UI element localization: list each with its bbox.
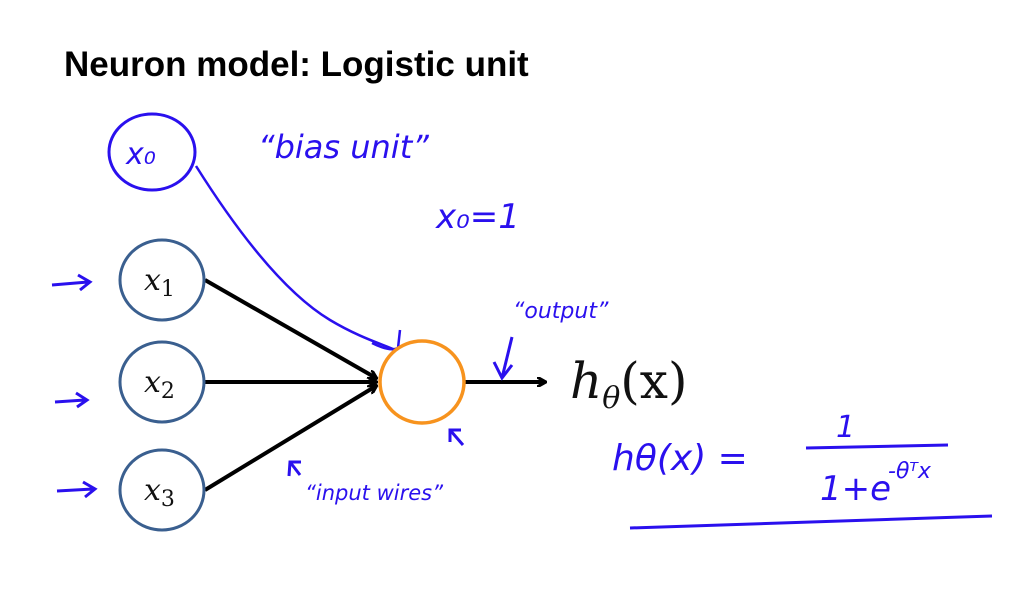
output-pointer-arrow [492, 336, 514, 381]
input-node-1: x1 [118, 238, 206, 322]
logistic-unit-node [378, 339, 466, 425]
svg-text:-θᵀx: -θᵀx [888, 459, 932, 484]
bias-wire [194, 165, 396, 352]
wires-pointer-arrow [287, 460, 302, 477]
output-label: “output” [513, 299, 609, 324]
input-arrows [51, 273, 514, 499]
bias-value-label: x₀=1 [435, 197, 520, 237]
svg-text:x1: x1 [144, 263, 175, 302]
bias-node-label: x₀ [125, 137, 156, 172]
unit-pointer-arrow [448, 428, 465, 446]
slide-title: Neuron model: Logistic unit [64, 45, 529, 84]
input-wire-3 [203, 386, 376, 492]
bias-unit-label: “bias unit” [258, 128, 429, 166]
svg-text:1+e: 1+e [820, 469, 891, 509]
svg-text:1: 1 [836, 410, 855, 445]
svg-text:x2: x2 [144, 365, 175, 404]
sigmoid-formula: hθ(x) = 1 1+e -θᵀx [612, 410, 949, 509]
bias-node [107, 112, 197, 192]
input-node-3: x3 [118, 448, 206, 532]
svg-text:hθ(x) =: hθ(x) = [612, 438, 748, 479]
underline-stroke [629, 514, 993, 530]
input-wire-1 [204, 278, 376, 378]
input-wires-label: “input wires” [305, 481, 444, 505]
svg-text:x3: x3 [144, 473, 175, 512]
input-node-2: x2 [118, 340, 206, 424]
output-hypothesis: hθ(x) [570, 352, 687, 416]
